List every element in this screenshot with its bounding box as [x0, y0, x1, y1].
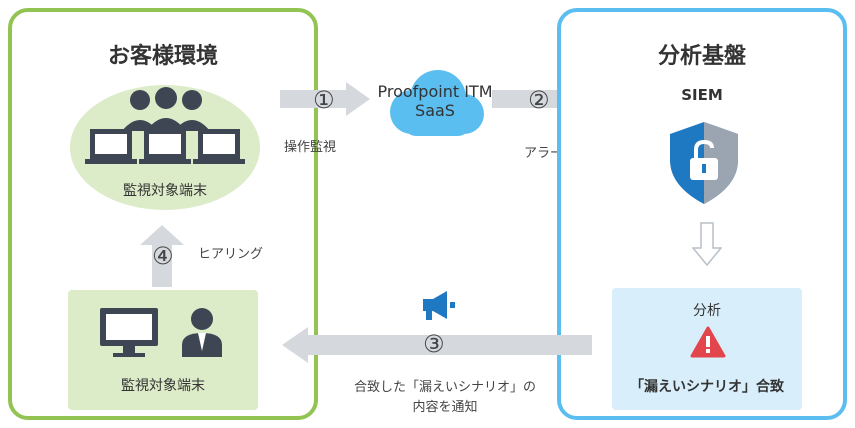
- step-4-label: ヒアリング: [198, 247, 264, 262]
- cloud-icon: [390, 70, 484, 136]
- monitored-terminal-box: [68, 290, 258, 410]
- step-1-arrow: [280, 82, 370, 116]
- analysis-platform-title: 分析基盤: [657, 44, 746, 69]
- analysis-label: 分析: [693, 303, 721, 319]
- siem-label: SIEM: [681, 86, 723, 104]
- megaphone-icon: [423, 291, 455, 320]
- step-4-number: ④: [152, 242, 174, 270]
- shield-lock-icon: [670, 122, 738, 204]
- scenario-match-label: 「漏えいシナリオ」合致: [630, 379, 784, 395]
- step-3-label-line2: 内容を通知: [412, 400, 478, 415]
- step-3-label-line1: 合致した「漏えいシナリオ」の: [353, 380, 536, 395]
- step-3-arrow: [282, 327, 592, 363]
- monitor-person-icon: [100, 308, 222, 357]
- monitored-terminals-label-bottom: 監視対象端末: [121, 378, 205, 394]
- step-1-label: 操作監視: [284, 140, 337, 155]
- warning-icon: [690, 326, 726, 358]
- cloud-label-line1: Proofpoint ITM: [377, 82, 493, 101]
- down-arrow-icon: [692, 222, 722, 266]
- step-3-number: ③: [423, 330, 445, 358]
- up-arrow-icon: [140, 225, 184, 287]
- customer-environment-title: お客様環境: [107, 44, 218, 69]
- users-computers-icon: [85, 87, 245, 164]
- step-1-number: ①: [313, 86, 335, 114]
- step-2-number: ②: [528, 86, 550, 114]
- monitored-terminals-label-top: 監視対象端末: [123, 183, 207, 199]
- cloud-label-line2: SaaS: [415, 101, 455, 120]
